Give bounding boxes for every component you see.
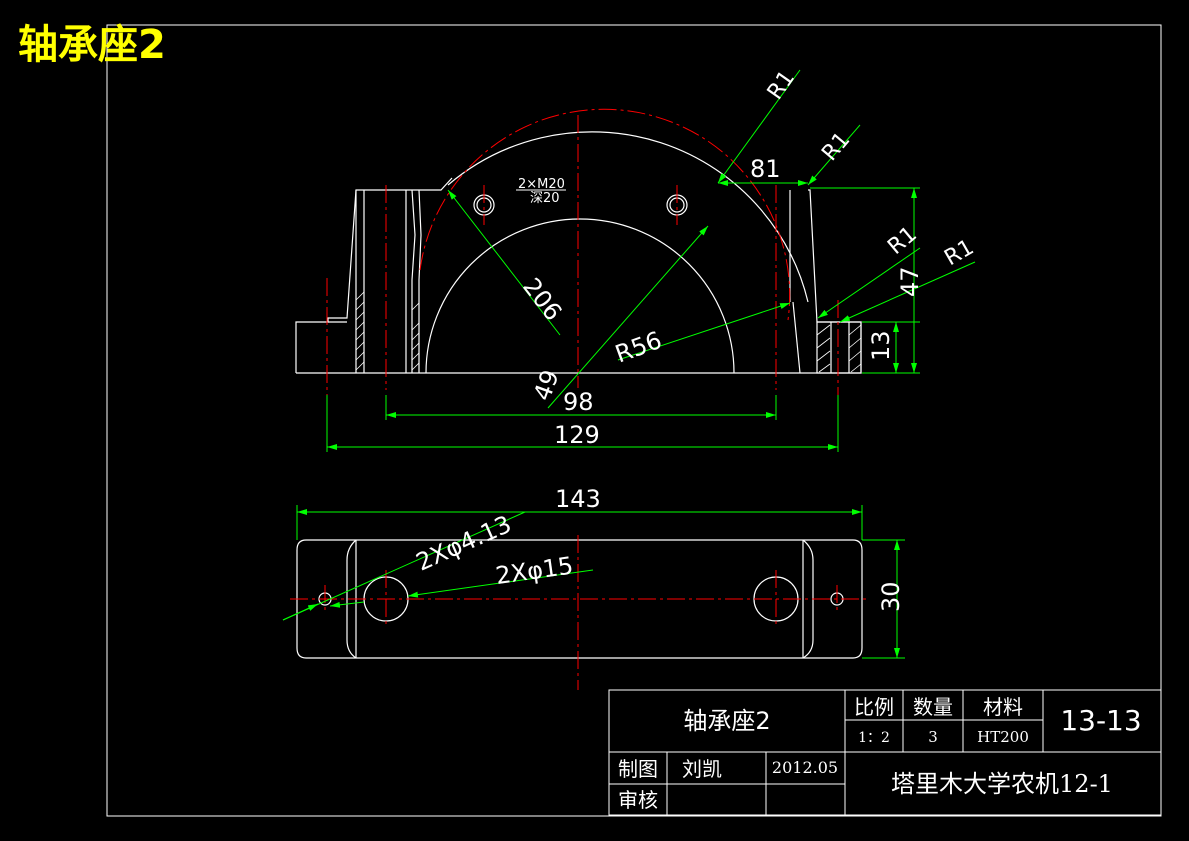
dim-r1-c: R1 [883,222,922,260]
front-dimensions [326,69,976,452]
plan-outline [296,539,863,659]
dim-30: 30 [877,581,905,612]
drawing-title: 轴承座2 [18,22,166,68]
dim-r1-a: R1 [763,66,800,104]
bore-arc [425,218,735,374]
dim-47: 47 [896,266,924,297]
tb-qty-label: 数量 [913,695,953,719]
tb-check-label: 审核 [618,788,658,812]
tb-material-value: HT200 [977,728,1029,746]
dim-large-holes: 2Xφ15 [494,552,575,591]
dim-r1-b: R1 [817,128,855,167]
dim-143: 143 [555,485,601,513]
tb-school: 塔里木大学农机12-1 [891,770,1113,798]
section-hatching [355,291,862,373]
center-lines-front [326,108,839,395]
dim-98: 98 [563,388,594,416]
dim-129: 129 [554,421,600,449]
tb-scale-label: 比例 [854,695,894,719]
center-lines-plan [290,535,870,690]
dim-tapped-1: 2×M20 [518,177,565,192]
tb-scale-value: 1：2 [858,730,890,746]
tb-drawn-label: 制图 [618,757,658,781]
dim-81: 81 [750,155,781,183]
title-block [608,689,1162,816]
title-block-text: 轴承座2 比例 数量 材料 1：2 3 HT200 13-13 制图 刘凯 20… [618,695,1142,812]
front-dimension-text: 81 2×M20 深20 R1 R1 R1 R1 47 13 206 R56 4… [516,66,978,449]
plan-dimension-text: 143 30 2Xφ4.13 2Xφ15 [412,485,905,612]
dim-r56: R56 [611,326,665,368]
plan-dimensions [282,505,905,659]
dim-206: 206 [517,273,567,326]
outer-frame [106,24,1162,817]
tb-drawn-by: 刘凯 [682,757,722,781]
dim-tapped-2: 深20 [530,191,560,206]
tb-qty-value: 3 [928,728,938,746]
dim-r1-d: R1 [940,235,978,271]
tb-drawing-no: 13-13 [1060,704,1141,737]
tb-date: 2012.05 [772,758,838,777]
dim-13: 13 [867,330,895,361]
tb-part-name: 轴承座2 [683,707,770,735]
dim-49: 49 [528,366,565,404]
tb-material-label: 材料 [983,695,1023,719]
outer-arc [447,131,809,303]
